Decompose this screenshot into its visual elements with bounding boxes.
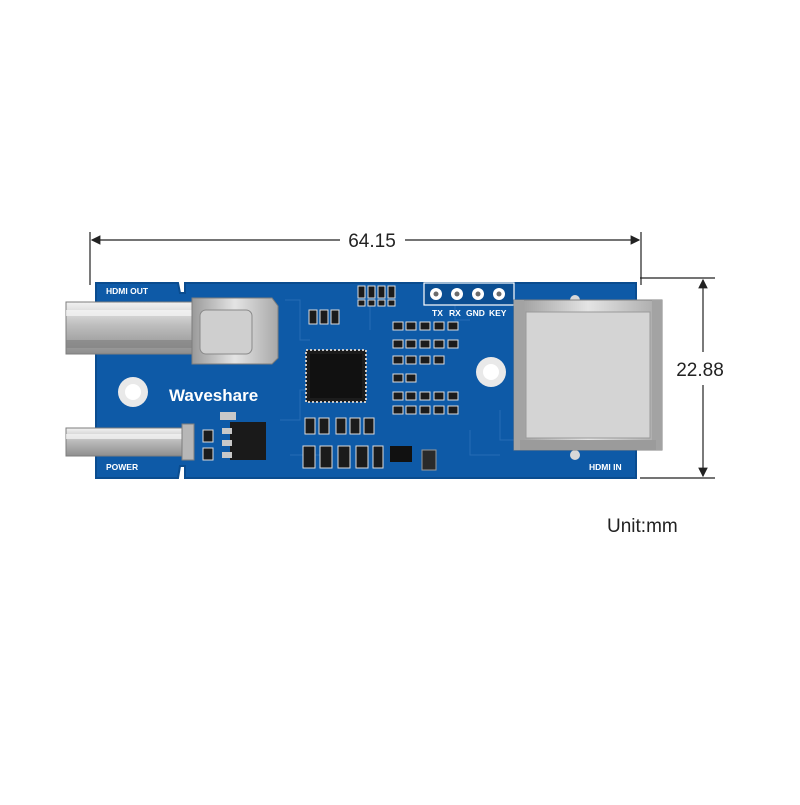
hdmi-out-label: HDMI OUT (106, 286, 149, 296)
power-connector (65, 423, 195, 461)
pin-header: TX RX GND KEY (423, 282, 515, 318)
hdmi-out-connector (65, 297, 279, 365)
width-value: 64.15 (348, 231, 396, 252)
pin-label-gnd: GND (466, 308, 485, 318)
pin-label-tx: TX (432, 308, 443, 318)
main-chip (305, 349, 367, 403)
hdmi-in-connector (513, 299, 663, 451)
pin-label-rx: RX (449, 308, 461, 318)
brand-logo: Waveshare (169, 386, 258, 405)
power-label: POWER (106, 462, 138, 472)
pin-label-key: KEY (489, 308, 507, 318)
width-dimension: 64.15 (89, 231, 642, 285)
mounting-hole (476, 357, 506, 387)
hdmi-in-label: HDMI IN (589, 462, 622, 472)
smd-components (202, 285, 459, 469)
height-value: 22.88 (676, 360, 724, 381)
height-dimension: 22.88 (640, 277, 724, 479)
unit-note: Unit:mm (607, 516, 678, 537)
small-ic (390, 446, 437, 471)
voltage-regulator (220, 412, 266, 460)
mounting-hole (118, 377, 148, 407)
